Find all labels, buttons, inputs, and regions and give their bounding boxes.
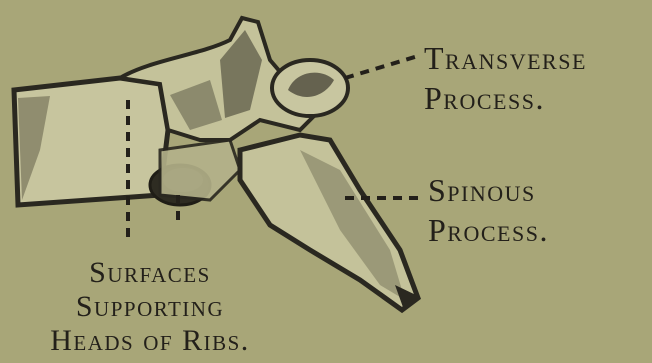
spinous-line-1: Spinous — [428, 174, 549, 206]
spinous-process-label: Spinous Process. — [428, 174, 549, 254]
rib-surfaces-label: Surfaces Supporting Heads of Ribs. — [0, 258, 300, 360]
transverse-line-1: Transverse — [424, 42, 587, 74]
leader-transverse — [345, 56, 418, 78]
spinous-line-2: Process. — [428, 214, 549, 246]
surfaces-line-1: Surfaces — [0, 258, 300, 288]
surfaces-line-3: Heads of Ribs. — [0, 326, 300, 356]
transverse-line-2: Process. — [424, 82, 587, 114]
pedicle — [160, 140, 240, 200]
transverse-process-label: Transverse Process. — [424, 42, 587, 122]
surfaces-line-2: Supporting — [0, 292, 300, 322]
